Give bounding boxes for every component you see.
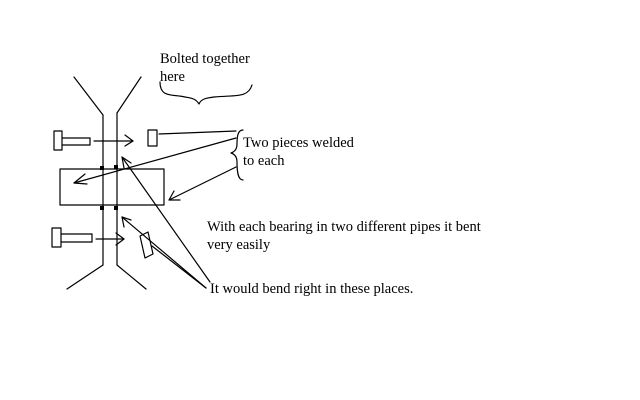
left-pipe	[66, 76, 104, 290]
welded-brace	[230, 129, 244, 181]
top-nut	[147, 129, 158, 147]
bolted-note-line1: Bolted together	[160, 51, 250, 67]
arrow-welded-to-nut	[158, 130, 237, 135]
bolted-bracket	[159, 81, 253, 105]
arrow-bolt-bottom	[95, 232, 125, 246]
bearing-block	[59, 168, 165, 206]
welded-note-line1: Two pieces welded	[243, 135, 355, 151]
top-bolt	[53, 130, 91, 151]
bottom-bolt	[51, 227, 93, 248]
bend-pointer-nut	[151, 245, 207, 289]
bearing-note-line1: With each bearing in two different pipes…	[207, 219, 481, 235]
bend-note: It would bend right in these places.	[210, 281, 413, 297]
bearing-note-line2: very easily	[207, 237, 271, 253]
arrow-welded-to-block	[73, 137, 237, 185]
bend-pointer-lower	[121, 216, 207, 289]
bolted-note-line2: here	[160, 69, 185, 85]
right-pipe	[116, 76, 147, 290]
welded-note-line2: to each	[243, 153, 285, 169]
bottom-nut	[139, 231, 154, 259]
weld-points	[100, 165, 118, 210]
arrow-bolt-top	[93, 134, 134, 147]
arrow-toeach-to-block	[168, 166, 237, 201]
bend-pointer-upper	[121, 156, 211, 283]
